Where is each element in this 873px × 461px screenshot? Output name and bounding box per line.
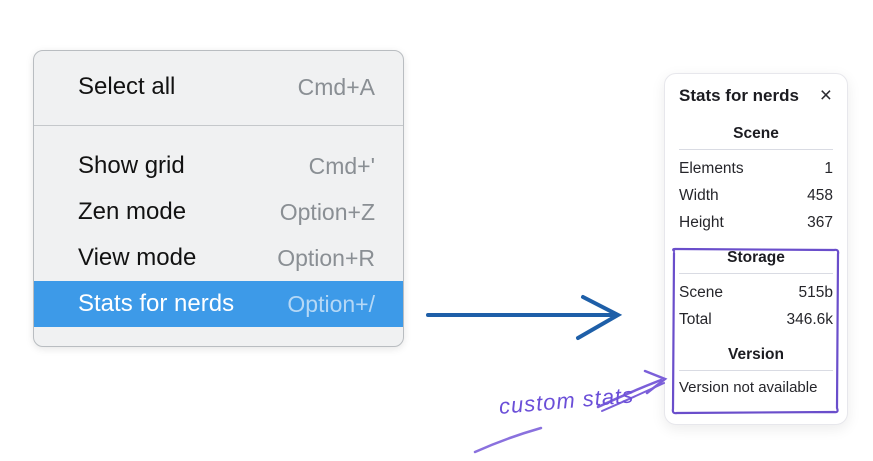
- stat-row-height: Height 367: [679, 209, 833, 236]
- stat-label: Total: [679, 311, 712, 328]
- menu-item-select-all[interactable]: Select all Cmd+A: [34, 64, 403, 110]
- menu-item-shortcut: Cmd+': [308, 152, 375, 179]
- stats-panel: Stats for nerds × Scene Elements 1 Width…: [664, 73, 848, 425]
- stat-value: 515b: [798, 284, 833, 301]
- menu-divider: [34, 125, 403, 126]
- stat-label: Elements: [679, 160, 744, 177]
- stat-row-total-size: Total 346.6k: [679, 306, 833, 333]
- section-heading: Scene: [679, 118, 833, 150]
- stat-label: Scene: [679, 284, 723, 301]
- stat-row-elements: Elements 1: [679, 155, 833, 182]
- stat-label: Width: [679, 187, 719, 204]
- close-icon[interactable]: ×: [819, 84, 832, 107]
- menu-to-panel-arrow: [426, 295, 623, 340]
- section-heading: Storage: [679, 242, 833, 274]
- section-storage: Storage Scene 515b Total 346.6k: [679, 242, 833, 333]
- stat-row-width: Width 458: [679, 182, 833, 209]
- annotation-arrow: [473, 369, 668, 454]
- menu-group-bottom: Show grid Cmd+' Zen mode Option+Z View m…: [34, 126, 403, 346]
- annotation-label: custom stats: [497, 382, 636, 419]
- menu-item-show-grid[interactable]: Show grid Cmd+': [34, 143, 403, 189]
- stat-value: 1: [824, 160, 833, 177]
- menu-item-stats-for-nerds[interactable]: Stats for nerds Option+/: [34, 281, 403, 327]
- stat-label: Height: [679, 214, 724, 231]
- section-heading: Version: [679, 339, 833, 371]
- context-menu: Select all Cmd+A Show grid Cmd+' Zen mod…: [33, 50, 404, 347]
- menu-item-shortcut: Option+R: [277, 244, 375, 271]
- stat-row-scene-size: Scene 515b: [679, 279, 833, 306]
- stat-value: 458: [807, 187, 833, 204]
- menu-item-shortcut: Option+Z: [279, 198, 375, 225]
- section-version: Version Version not available: [679, 339, 833, 400]
- stat-value: 367: [807, 214, 833, 231]
- menu-item-label: Zen mode: [78, 198, 187, 225]
- stats-panel-title: Stats for nerds: [679, 86, 799, 105]
- menu-item-label: Stats for nerds: [78, 290, 235, 317]
- section-scene: Scene Elements 1 Width 458 Height 367: [679, 118, 833, 236]
- menu-item-label: Show grid: [78, 152, 185, 179]
- stats-panel-header: Stats for nerds ×: [679, 84, 833, 107]
- stat-value: 346.6k: [786, 311, 833, 328]
- menu-group-top: Select all Cmd+A: [34, 51, 403, 125]
- menu-item-shortcut: Option+/: [287, 290, 375, 317]
- menu-item-label: View mode: [78, 244, 197, 271]
- menu-item-label: Select all: [78, 73, 176, 100]
- menu-item-shortcut: Cmd+A: [297, 73, 375, 100]
- menu-item-view-mode[interactable]: View mode Option+R: [34, 235, 403, 281]
- menu-item-zen-mode[interactable]: Zen mode Option+Z: [34, 189, 403, 235]
- version-note: Version not available: [679, 379, 818, 396]
